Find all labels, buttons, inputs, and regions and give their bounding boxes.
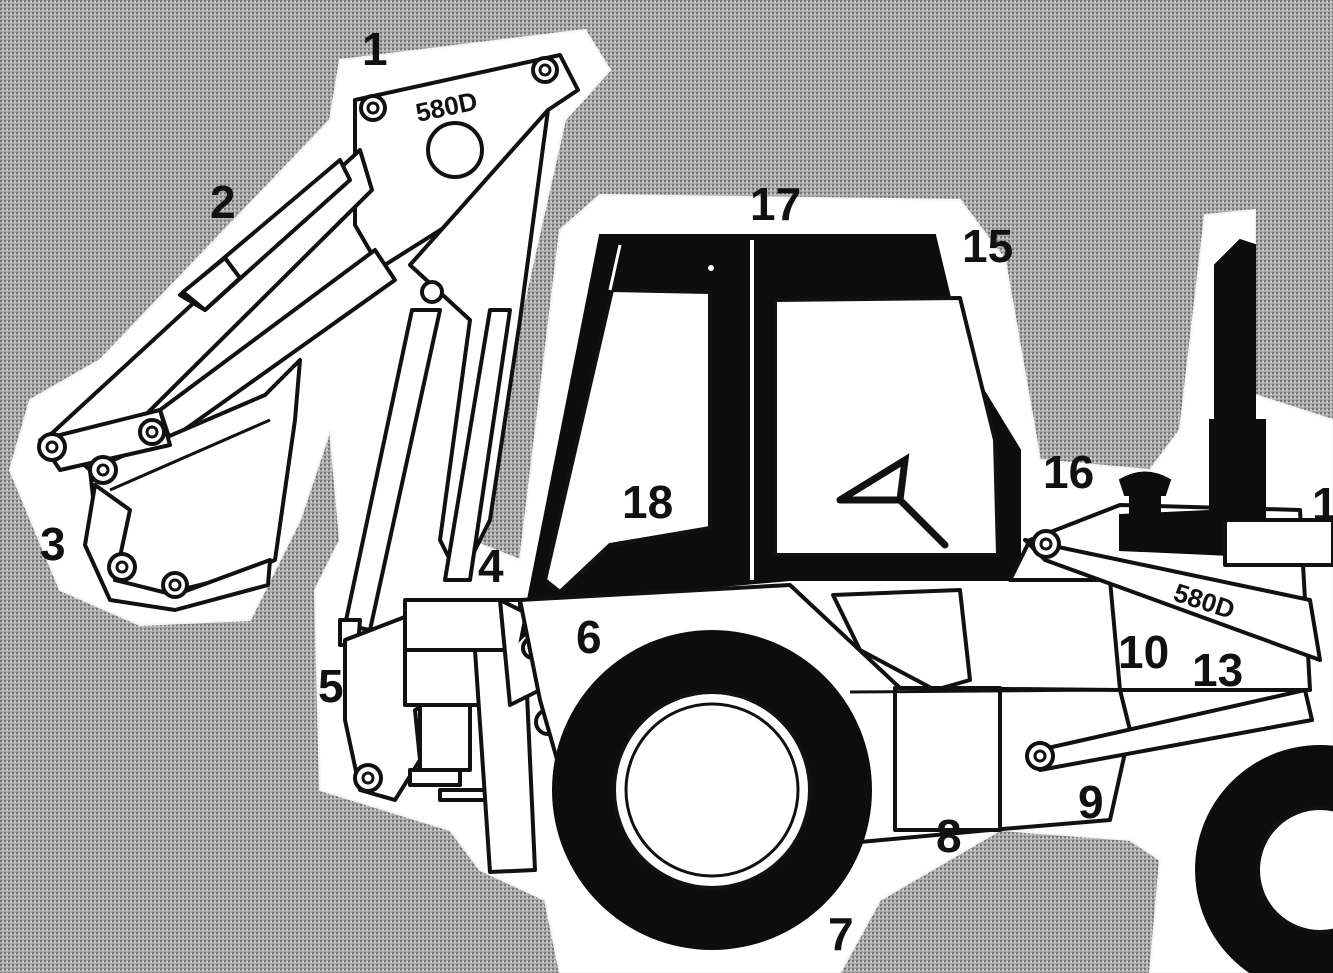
callout-8: 8 xyxy=(936,810,962,862)
loader-arm xyxy=(1023,529,1322,772)
backhoe-boom xyxy=(48,53,580,472)
callout-2: 2 xyxy=(210,176,236,228)
callout-10: 10 xyxy=(1118,626,1169,678)
engine-hood xyxy=(1119,508,1333,567)
dipper-cylinder xyxy=(178,158,352,312)
callout-4: 4 xyxy=(478,540,504,592)
callout-13: 13 xyxy=(1192,644,1243,696)
callout-16: 16 xyxy=(1043,446,1094,498)
callout-1-right: 1 xyxy=(1312,478,1333,530)
callout-15: 15 xyxy=(962,220,1013,272)
callout-5: 5 xyxy=(318,660,344,712)
callout-18: 18 xyxy=(622,476,673,528)
hood-brand-decal: CASE xyxy=(1240,542,1301,567)
front-wheel xyxy=(1195,745,1333,973)
callout-1: 1 xyxy=(362,23,388,75)
callout-9: 9 xyxy=(1078,776,1104,828)
swing-and-boom-cylinders xyxy=(338,108,550,647)
backhoe-bucket xyxy=(37,358,302,612)
callout-17: 17 xyxy=(750,178,801,230)
callout-6: 6 xyxy=(576,611,602,663)
callout-3: 3 xyxy=(40,518,66,570)
callout-7: 7 xyxy=(828,908,854,960)
cab xyxy=(518,234,1021,692)
air-cleaner-cap xyxy=(1118,471,1172,516)
exhaust-stack xyxy=(1209,238,1266,521)
rear-wheel xyxy=(552,630,872,950)
